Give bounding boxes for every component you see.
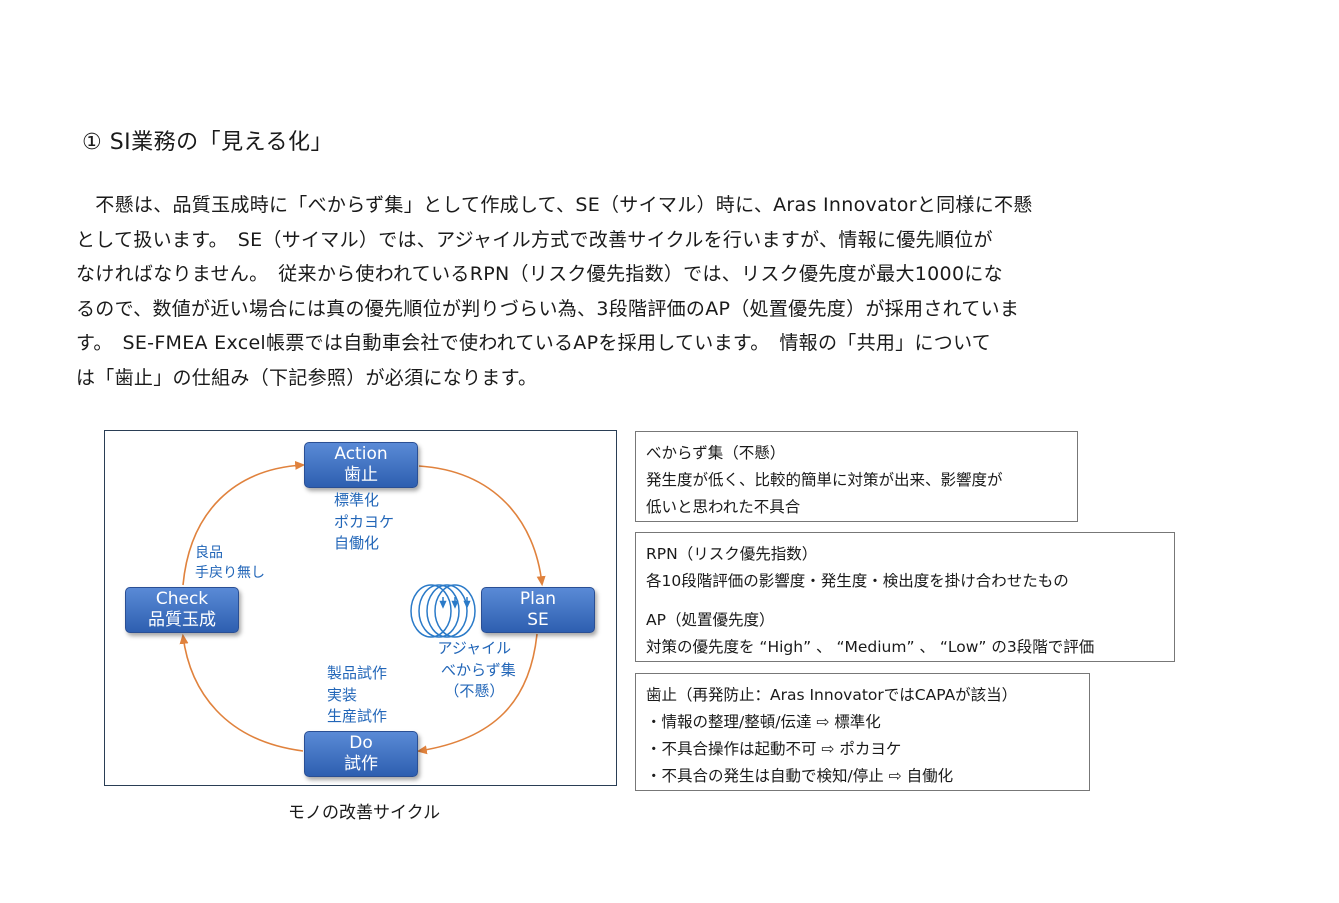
- do-node: Do 試作: [304, 731, 418, 777]
- arrow-do-to-check: [179, 633, 304, 752]
- arrow-plan-to-do: [416, 633, 538, 755]
- note-line: べからず集: [441, 660, 516, 679]
- paragraph-line: るので、数値が近い場合には真の優先順位が判りづらい為、3段階評価のAP（処置優先…: [76, 297, 1020, 320]
- do-notes: 製品試作 実装 生産試作: [327, 663, 387, 728]
- cycle-arrows: [179, 460, 546, 755]
- plan-node: Plan SE: [481, 587, 595, 633]
- box-line: ・情報の整理/整頓/伝達 ⇨ 標準化: [646, 713, 881, 731]
- box-line: ・不具合操作は起動不可 ⇨ ポカヨケ: [646, 740, 902, 758]
- action-notes: 標準化 ポカヨケ 自働化: [334, 490, 394, 555]
- action-sublabel: 歯止: [344, 465, 378, 485]
- rpn-ap-box: RPN（リスク優先指数） 各10段階評価の影響度・発生度・検出度を掛け合わせたも…: [635, 532, 1175, 662]
- arrow-check-to-action: [182, 460, 306, 586]
- box-line: 各10段階評価の影響度・発生度・検出度を掛け合わせたもの: [646, 572, 1069, 590]
- box-title: 歯止（再発防止：Aras InnovatorではCAPAが該当）: [646, 686, 1018, 704]
- note-line: 製品試作: [327, 664, 388, 682]
- do-label: Do: [349, 733, 373, 753]
- check-label: Check: [155, 589, 209, 609]
- box-line: 対策の優先度を “High” 、 “Medium” 、 “Low” の3段階で評…: [646, 638, 1095, 656]
- note-line: 手戻り無し: [195, 565, 265, 581]
- action-label: Action: [334, 444, 388, 464]
- note-line: 実装: [327, 685, 358, 704]
- note-line: アジャイル: [437, 639, 512, 657]
- box-title: べからず集（不懸）: [646, 444, 786, 462]
- section-heading: ① SI業務の「見える化」: [82, 130, 334, 155]
- box-line: ・不具合の発生は自動で検知/停止 ⇨ 自働化: [646, 767, 954, 785]
- bekarazu-box: べからず集（不懸） 発生度が低く、比較的簡単に対策が出来、影響度が 低いと思われ…: [635, 431, 1078, 522]
- check-node: Check 品質玉成: [125, 587, 239, 633]
- check-sublabel: 品質玉成: [148, 610, 216, 630]
- box-line: 発生度が低く、比較的簡単に対策が出来、影響度が: [646, 471, 1003, 489]
- note-line: ポカヨケ: [334, 512, 395, 531]
- note-line: 良品: [195, 545, 223, 561]
- paragraph-line: は「歯止」の仕組み（下記参照）が必須になります。: [76, 366, 538, 389]
- note-line: 標準化: [334, 491, 380, 509]
- agile-spiral-icon: [410, 584, 476, 638]
- note-line: 自働化: [334, 534, 380, 552]
- arrow-action-to-plan: [418, 465, 546, 587]
- check-notes: 良品 手戻り無し: [195, 543, 265, 583]
- plan-sublabel: SE: [527, 610, 549, 630]
- action-node: Action 歯止: [304, 442, 418, 488]
- paragraph-line: す。 SE-FMEA Excel帳票では自動車会社で使われているAPを採用してい…: [76, 332, 992, 354]
- note-line: 生産試作: [327, 707, 388, 725]
- paragraph-line: 不懸は、品質玉成時に「べからず集」として作成して、SE（サイマル）時に、Aras…: [76, 194, 1033, 216]
- do-sublabel: 試作: [344, 754, 378, 774]
- paragraph-line: として扱います。 SE（サイマル）では、アジャイル方式で改善サイクルを行いますが…: [76, 228, 993, 251]
- diagram-caption: モノの改善サイクル: [288, 803, 441, 823]
- box-title: RPN（リスク優先指数）: [646, 545, 818, 563]
- box-line: 低いと思われた不具合: [646, 498, 801, 516]
- body-paragraph: 不懸は、品質玉成時に「べからず集」として作成して、SE（サイマル）時に、Aras…: [76, 188, 1196, 395]
- paragraph-line: なければなりません。 従来から使われているRPN（リスク優先指数）では、リスク優…: [76, 263, 1003, 285]
- note-line: （不懸）: [444, 682, 505, 700]
- box-title: AP（処置優先度）: [646, 611, 775, 629]
- plan-label: Plan: [519, 589, 557, 609]
- improvement-cycle-diagram: Action 歯止 標準化 ポカヨケ 自働化 Plan SE アジャイル べから…: [104, 430, 617, 786]
- plan-notes: アジャイル べからず集 （不懸）: [433, 638, 516, 703]
- hadome-box: 歯止（再発防止：Aras InnovatorではCAPAが該当） ・情報の整理/…: [635, 673, 1090, 791]
